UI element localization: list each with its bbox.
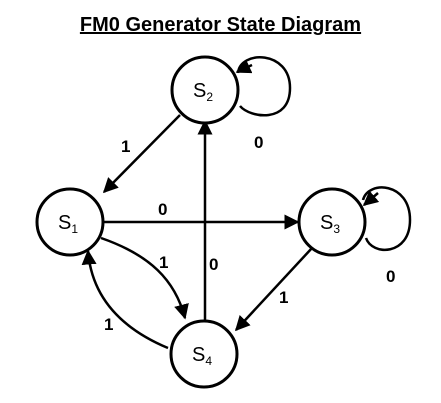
edge-s3-self-arrow: [362, 190, 380, 206]
edge-s3-self: [361, 186, 412, 252]
svg-text:S4: S4: [192, 344, 212, 368]
state-s4: S4: [169, 319, 239, 389]
label-s1-s3: 0: [158, 200, 167, 219]
label-s3-self: 0: [386, 267, 395, 286]
state-s4-subscript: 4: [205, 354, 212, 368]
label-s2-s1: 1: [121, 137, 130, 156]
state-s2: S2: [170, 55, 240, 125]
svg-text:S1: S1: [58, 212, 78, 236]
diagram-title: FM0 Generator State Diagram: [79, 14, 362, 36]
state-s2-subscript: 2: [206, 90, 213, 104]
state-s4-letter: S: [192, 344, 205, 366]
svg-text:S3: S3: [320, 212, 340, 236]
edge-s4-s1: [81, 249, 169, 350]
label-s1-s4: 1: [159, 253, 168, 272]
edge-s3-s4: [234, 247, 313, 332]
label-s2-self: 0: [254, 133, 263, 152]
label-s3-s4: 1: [279, 288, 288, 307]
edge-s2-self-arrow: [235, 59, 253, 74]
edge-s2-s1: [102, 114, 181, 194]
state-s3-subscript: 3: [333, 222, 340, 236]
state-s3: S3: [297, 187, 367, 257]
edge-s1-s4: [100, 236, 189, 320]
state-s1-letter: S: [58, 212, 71, 234]
label-s4-s2: 0: [209, 255, 218, 274]
state-s1: S1: [35, 187, 105, 257]
label-s4-s1: 1: [104, 315, 113, 334]
state-s1-subscript: 1: [71, 222, 78, 236]
state-s3-letter: S: [320, 212, 333, 234]
svg-text:S2: S2: [193, 80, 213, 104]
edge-s2-self: [236, 56, 292, 117]
state-s2-letter: S: [193, 80, 206, 102]
